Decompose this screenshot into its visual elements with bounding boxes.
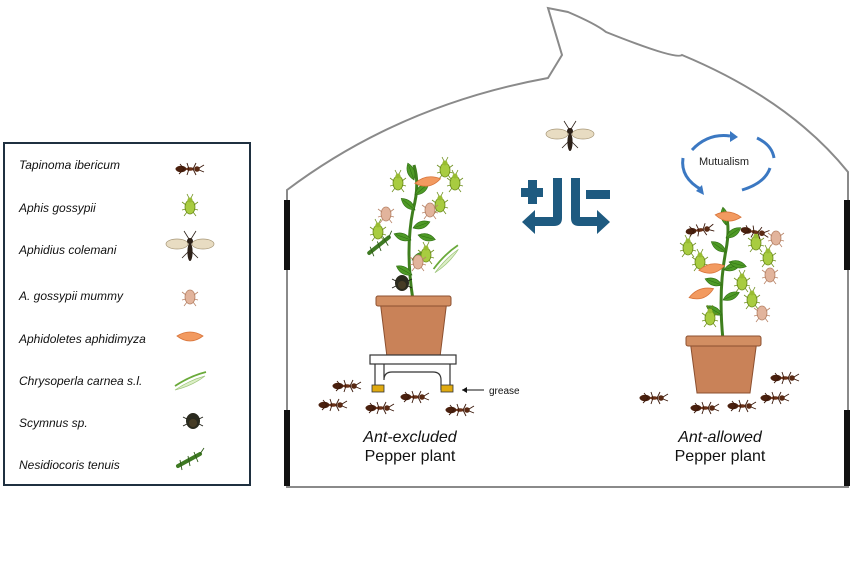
species-legend: Tapinoma ibericum Aphis gossypii Aphidiu… (3, 142, 251, 486)
legend-item-mummy: A. gossypii mummy (19, 289, 124, 303)
right-plant-title: Ant-allowed (678, 429, 762, 446)
grease-stand (369, 354, 457, 393)
greenhouse-outline (286, 6, 849, 488)
interaction-arrows-icon (521, 178, 610, 234)
left-plant (364, 156, 465, 358)
left-plant-subtitle: Pepper plant (364, 448, 456, 465)
left-plant-title: Ant-excluded (363, 429, 457, 446)
legend-item-aphidoletes: Aphidoletes aphidimyza (19, 332, 146, 346)
legend-item-aphidius: Aphidius colemani (19, 243, 117, 257)
legend-item-scymnus: Scymnus sp. (19, 416, 88, 430)
mutualism-arrowheads-icon (696, 131, 738, 195)
grease-pointer-arrowhead (462, 387, 467, 393)
door-post-right-bottom (844, 410, 850, 486)
door-post-left-bottom (284, 410, 290, 486)
legend-item-tapinoma: Tapinoma ibericum (19, 158, 120, 172)
legend-item-chrysoperla: Chrysoperla carnea s.l. (19, 374, 143, 388)
door-post-left-top (284, 200, 290, 270)
legend-item-nesidiocoris: Nesidiocoris tenuis (19, 458, 120, 472)
legend-item-aphis: Aphis gossypii (19, 201, 96, 215)
parasitoid-wasp-icon (545, 120, 595, 152)
door-post-right-top (844, 200, 850, 270)
right-plant (679, 206, 785, 394)
right-plant-subtitle: Pepper plant (674, 448, 766, 465)
mutualism-label: Mutualism (699, 156, 749, 168)
grease-label: grease (489, 386, 520, 397)
mutualism-cycle-icon (681, 134, 776, 192)
